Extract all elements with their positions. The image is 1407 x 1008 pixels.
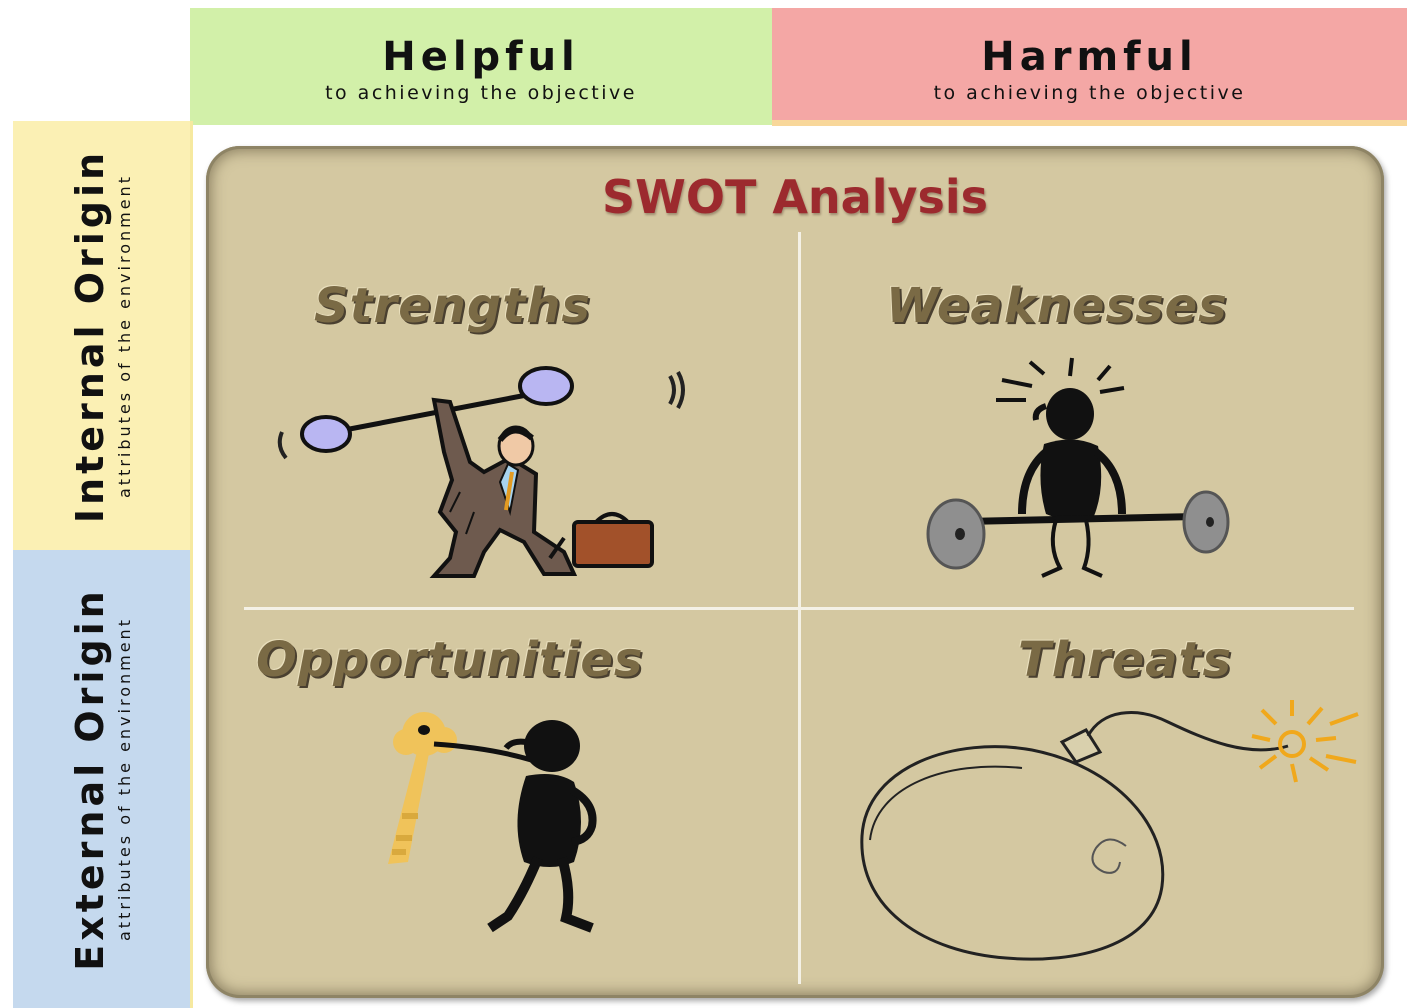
- weaknesses-label: Weaknesses: [886, 278, 1228, 334]
- harmful-column-header: Harmful to achieving the objective: [772, 8, 1407, 125]
- strengths-label: Strengths: [314, 278, 591, 334]
- header-accent-strip: [772, 120, 1407, 126]
- external-title: External Origin: [67, 587, 112, 971]
- horizontal-divider: [244, 607, 1354, 610]
- helpful-column-header: Helpful to achieving the objective: [190, 8, 772, 125]
- internal-title: Internal Origin: [67, 148, 112, 523]
- row-header-divider: [190, 121, 193, 1008]
- internal-subtitle: attributes of the environment: [114, 173, 134, 498]
- stick-figure-weightlifter-icon: [926, 357, 1230, 578]
- helpful-subtitle: to achieving the objective: [325, 82, 637, 104]
- harmful-title: Harmful: [981, 34, 1198, 80]
- external-row-header: External Origin attributes of the enviro…: [13, 550, 190, 1008]
- businessman-lifting-barbell-icon: [277, 366, 685, 578]
- external-subtitle: attributes of the environment: [114, 617, 134, 941]
- figure-holding-key-icon: [388, 712, 597, 933]
- swot-board: SWOT Analysis Strengths Weaknesses Oppor…: [206, 146, 1384, 998]
- internal-row-header: Internal Origin attributes of the enviro…: [13, 121, 190, 550]
- threats-label: Threats: [1018, 632, 1233, 688]
- harmful-subtitle: to achieving the objective: [933, 82, 1246, 104]
- board-title: SWOT Analysis: [601, 170, 989, 224]
- helpful-title: Helpful: [382, 34, 580, 80]
- bomb-with-lit-fuse-icon: [860, 700, 1359, 961]
- opportunities-label: Opportunities: [256, 632, 644, 688]
